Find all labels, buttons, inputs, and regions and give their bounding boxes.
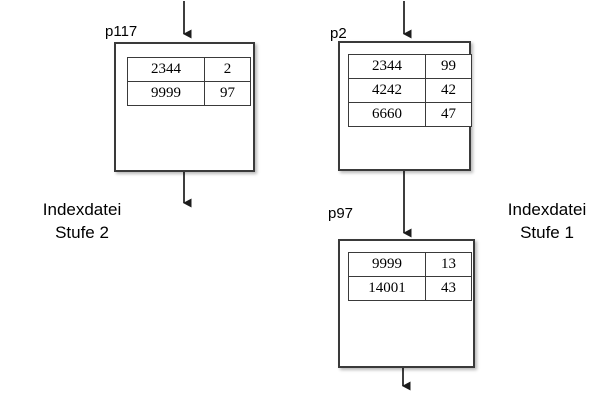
- entry-pointer: 43: [425, 276, 472, 301]
- entry-pointer: 13: [425, 252, 472, 277]
- entry-table-p117: 2344 2 9999 97: [127, 57, 251, 106]
- caption-left-line2: Stufe 2: [55, 223, 109, 242]
- entry-table-p97: 9999 13 14001 43: [348, 252, 472, 301]
- caption-left-line1: Indexdatei: [42, 200, 122, 219]
- caption-right: Indexdatei Stufe 1: [488, 198, 606, 244]
- entry-key: 2344: [127, 57, 205, 82]
- entry-table-p2: 2344 99 4242 42 6660 47: [348, 54, 472, 127]
- entry-key: 9999: [127, 81, 205, 106]
- caption-right-line2: Stufe 1: [520, 223, 574, 242]
- caption-left: Indexdatei Stufe 2: [18, 198, 146, 244]
- table-row: 9999 13: [348, 252, 472, 277]
- entry-pointer: 47: [425, 102, 472, 127]
- table-row: 6660 47: [348, 102, 472, 127]
- entry-pointer: 99: [425, 54, 472, 79]
- table-row: 2344 99: [348, 54, 472, 79]
- entry-key: 4242: [348, 78, 426, 103]
- table-row: 14001 43: [348, 276, 472, 301]
- entry-key: 9999: [348, 252, 426, 277]
- entry-key: 2344: [348, 54, 426, 79]
- entry-pointer: 42: [425, 78, 472, 103]
- entry-pointer: 97: [204, 81, 251, 106]
- entry-pointer: 2: [204, 57, 251, 82]
- table-row: 4242 42: [348, 78, 472, 103]
- table-row: 2344 2: [127, 57, 251, 82]
- entry-key: 6660: [348, 102, 426, 127]
- entry-key: 14001: [348, 276, 426, 301]
- table-row: 9999 97: [127, 81, 251, 106]
- node-label-p97: p97: [328, 205, 354, 222]
- node-label-p117: p117: [105, 23, 138, 40]
- node-label-p2: p2: [330, 25, 347, 42]
- caption-right-line1: Indexdatei: [507, 200, 587, 219]
